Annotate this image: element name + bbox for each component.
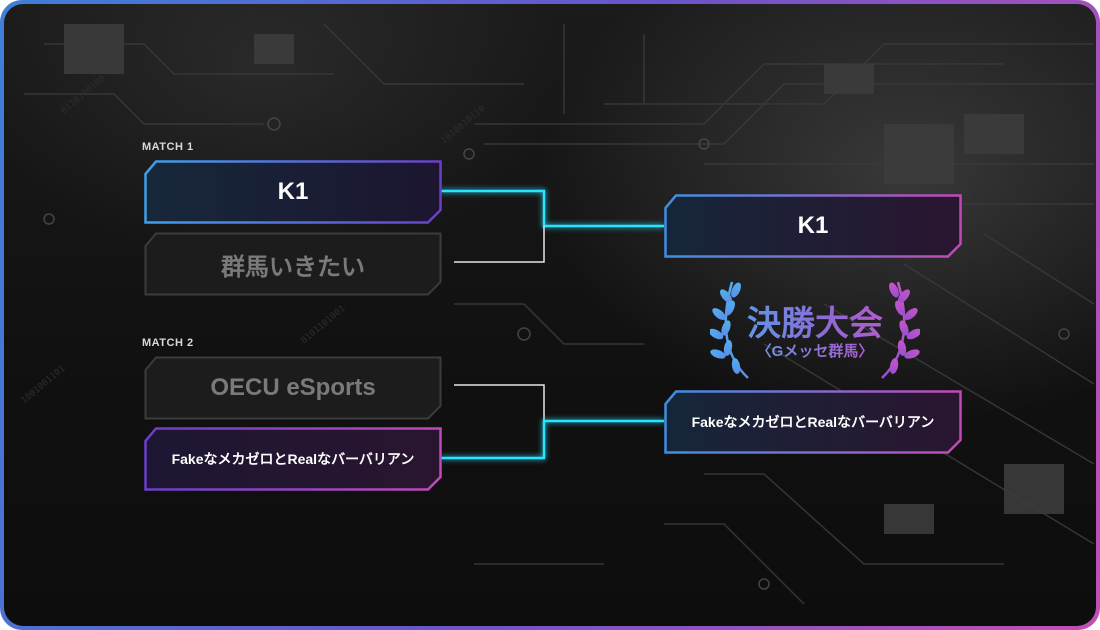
slot-frame-loser <box>144 356 442 420</box>
team-name: OECU eSports <box>210 374 376 401</box>
match2-team-top[interactable]: OECU eSports <box>144 356 442 420</box>
match1-team-bottom[interactable]: 群馬いきたい <box>144 232 442 296</box>
slot-frame-winner <box>664 390 962 454</box>
match1-team-top-winner[interactable]: K1 <box>144 160 442 224</box>
match1-label: MATCH 1 <box>142 141 194 153</box>
match1-winner-connector <box>440 189 664 228</box>
team-name: K1 <box>797 212 829 239</box>
circuit-background: 1010010110 0110100100 1001001101 0101101… <box>20 23 1095 605</box>
bracket-connectors <box>440 189 664 460</box>
team-name: FakeなメカゼロとRealなバーバリアン <box>691 414 935 430</box>
match2-team-bottom-winner[interactable]: FakeなメカゼロとRealなバーバリアン <box>144 427 442 491</box>
bracket-panel: 1010010110 0110100100 1001001101 0101101… <box>4 4 1096 626</box>
slot-frame-winner <box>664 194 962 258</box>
match1-loser-connector <box>454 226 545 263</box>
team-name: FakeなメカゼロとRealなバーバリアン <box>171 451 415 467</box>
slot-frame-winner <box>144 160 442 224</box>
match2-label: MATCH 2 <box>142 337 194 349</box>
laurel-wreath-icon <box>710 281 920 379</box>
final-team-top-winner[interactable]: K1 <box>664 194 962 258</box>
final-emblem: 決勝大会 〈Gメッセ群馬〉 <box>710 274 920 384</box>
slot-frame-winner <box>144 427 442 491</box>
match2-loser-connector <box>454 384 545 421</box>
team-name: K1 <box>277 178 309 205</box>
slot-frame-loser <box>144 232 442 296</box>
final-team-bottom[interactable]: FakeなメカゼロとRealなバーバリアン <box>664 390 962 454</box>
final-title: 決勝大会 <box>715 296 915 345</box>
match2-winner-connector <box>440 419 664 460</box>
team-name: 群馬いきたい <box>221 253 365 281</box>
final-subtitle: 〈Gメッセ群馬〉 <box>715 340 915 361</box>
